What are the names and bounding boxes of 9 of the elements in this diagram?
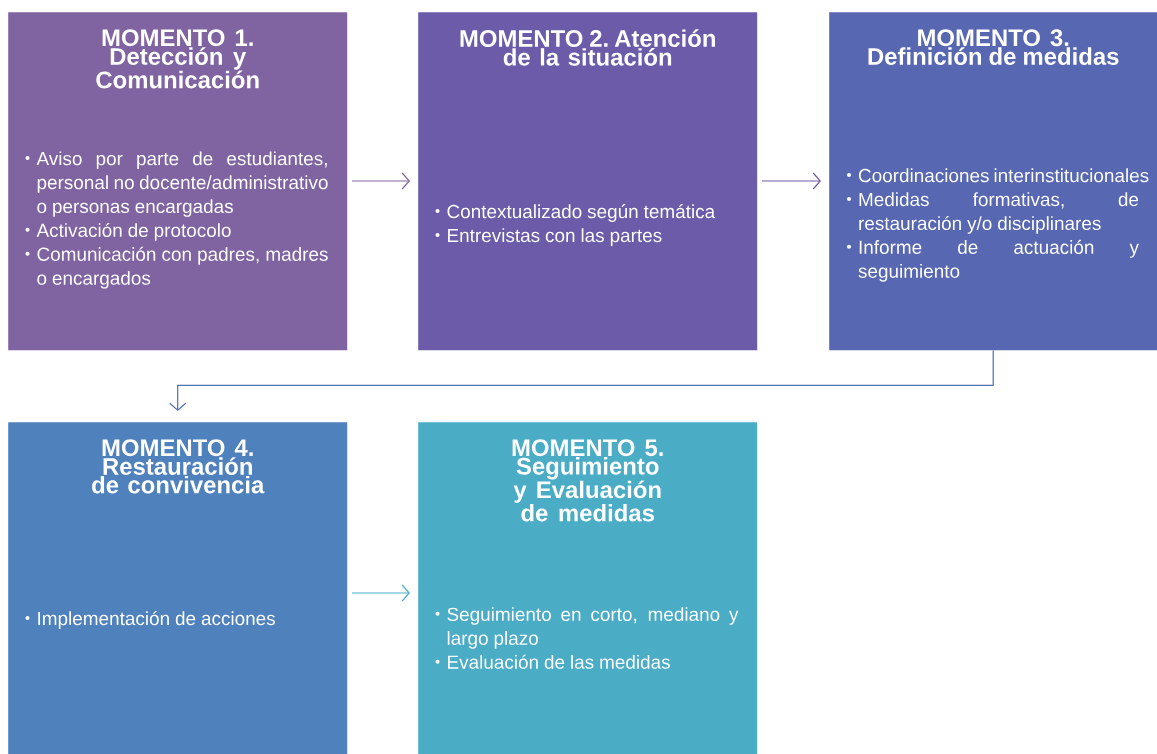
process-box: MOMENTO 1. Detección y Comunicación Aviso por parte de estudiantes, personal no docente/administrativo o personas encargadas Activación de protocolo Comunicación con padres, madres o encargados: [8, 12, 348, 351]
arrow: [351, 584, 410, 602]
arrow: [169, 349, 994, 411]
arrow: [761, 172, 821, 190]
process-box: MOMENTO 4. Restauración de convivencia Implementación de acciones: [8, 422, 348, 754]
process-box: MOMENTO 5. Seguimiento y Evaluación de medidas Seguimiento en corto, mediano y largo plazo Evaluación de las medidas: [418, 422, 758, 754]
process-box: MOMENTO 2. Atención de la situación Contextualizado según temática Entrevistas con las partes: [418, 12, 758, 351]
process-box: MOMENTO 3. Definición de medidas Coordinaciones interinstitucionales Medidas formativas, de restauración y/o disciplinares Informe de actuación y seguimiento: [829, 12, 1157, 351]
arrow: [351, 172, 410, 190]
